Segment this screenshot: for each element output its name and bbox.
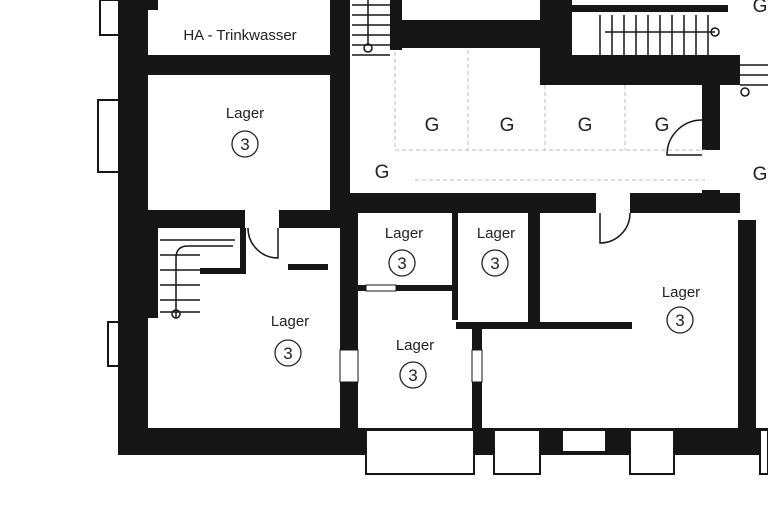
room-number: 3 <box>408 366 417 385</box>
room-label: Lager <box>477 225 515 242</box>
walls <box>118 0 768 455</box>
garage-label: G <box>375 162 390 183</box>
room-number: 3 <box>283 344 292 363</box>
garage-spaces <box>394 50 705 181</box>
room-lager-2: Lager 3 <box>385 225 423 277</box>
room-lager-6: Lager 3 <box>396 337 434 389</box>
garage-labels: G G G G G G G <box>375 0 768 185</box>
doors <box>245 119 720 383</box>
garage-label: G <box>753 164 768 185</box>
garage-label: G <box>655 115 670 136</box>
room-number: 3 <box>490 254 499 273</box>
garage-label: G <box>578 115 593 136</box>
room-label: Lager <box>396 337 434 354</box>
windows-bottom <box>365 429 768 475</box>
stairs <box>160 0 768 319</box>
room-label: HA - Trinkwasser <box>183 27 296 44</box>
room-label: Lager <box>226 105 264 122</box>
room-lager-3: Lager 3 <box>477 225 515 277</box>
room-label: Lager <box>271 313 309 330</box>
garage-label: G <box>425 115 440 136</box>
room-lager-1: Lager 3 <box>226 105 264 158</box>
room-number: 3 <box>675 311 684 330</box>
room-lager-4: Lager 3 <box>662 284 700 334</box>
room-label: Lager <box>662 284 700 301</box>
garage-label: G <box>753 0 768 17</box>
room-lager-5: Lager 3 <box>271 313 309 367</box>
garage-label: G <box>500 115 515 136</box>
room-number: 3 <box>240 135 249 154</box>
room-label: Lager <box>385 225 423 242</box>
room-number: 3 <box>397 254 406 273</box>
